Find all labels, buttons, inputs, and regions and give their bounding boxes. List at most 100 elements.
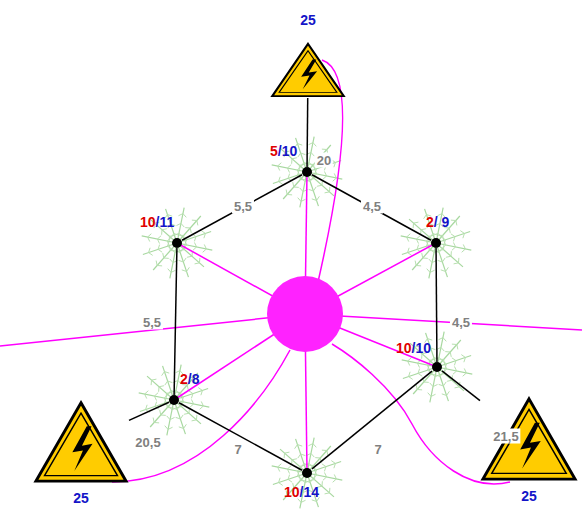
edge-line [312, 175, 431, 240]
vertex-dot: 5/10 [302, 167, 312, 177]
green-leaf [323, 171, 327, 179]
green-leaf [160, 410, 166, 415]
capacity-number: 25 [300, 12, 316, 28]
green-leaf [184, 408, 189, 414]
green-leaf [453, 366, 457, 374]
green-leaf [308, 444, 316, 448]
edge-weight: 20 [315, 153, 333, 168]
green-leaf [463, 368, 467, 376]
green-leaf [179, 424, 187, 428]
green-leaf [159, 386, 164, 392]
green-leaf [163, 253, 169, 258]
green-leaf [292, 459, 297, 465]
green-leaf [145, 391, 149, 399]
green-leaf [331, 461, 335, 469]
vertex-dot: 10/14 [302, 468, 312, 478]
green-leaf [279, 478, 283, 486]
edge-weight: 4,5 [361, 199, 383, 214]
green-leaf [430, 383, 438, 387]
edge-weight: 4,5 [450, 315, 472, 330]
green-leaf [428, 393, 436, 397]
edge-weight: 21,5 [491, 429, 520, 444]
green-leaf [325, 187, 330, 193]
green-spoke [307, 462, 341, 473]
green-leaf [293, 182, 299, 187]
vertex-label: 10/10 [396, 340, 431, 356]
capacity-number: 25 [73, 490, 89, 506]
demand-number: /10 [278, 143, 297, 159]
green-leaf [441, 267, 449, 271]
vertex-dot: 10/11 [172, 238, 182, 248]
green-leaf [333, 173, 337, 181]
green-leaf [322, 464, 326, 472]
green-leaf [413, 222, 418, 228]
warning-node: 25 [33, 400, 129, 484]
edge-line [179, 403, 302, 471]
demand-number: /14 [300, 484, 319, 500]
green-leaf [185, 228, 191, 233]
supply-number: 2 [180, 371, 188, 387]
green-leaf [178, 214, 186, 218]
warning-triangle [33, 400, 129, 484]
magenta-lines [0, 60, 582, 484]
green-spoke [174, 389, 208, 400]
green-leaf [295, 445, 303, 449]
green-leaf [298, 454, 306, 458]
warning-triangle [270, 42, 346, 98]
green-leaf [422, 253, 428, 258]
green-leaf [408, 248, 412, 256]
green-leaf [203, 244, 207, 252]
green-leaf [460, 231, 464, 239]
edge-line [312, 371, 432, 469]
edge-weight: 20,5 [133, 435, 162, 450]
green-leaf [288, 475, 292, 483]
vertex-label: 2/ 9 [426, 214, 449, 230]
green-leaf [193, 242, 197, 250]
green-leaf [190, 399, 194, 407]
green-leaf [298, 198, 306, 202]
green-leaf [416, 236, 420, 244]
green-leaf [452, 358, 456, 366]
green-leaf [287, 466, 291, 474]
green-leaf [287, 165, 291, 173]
green-leaf [427, 269, 435, 273]
edge-line [435, 248, 437, 362]
green-leaf [446, 251, 451, 257]
green-leaf [442, 391, 450, 395]
edge-line [182, 175, 302, 241]
edge-line [129, 402, 169, 420]
green-leaf [189, 391, 193, 399]
green-leaf [308, 143, 316, 147]
green-leaf [157, 236, 161, 244]
green-leaf [165, 426, 173, 430]
green-leaf [317, 180, 322, 186]
green-leaf [409, 372, 413, 380]
green-leaf [442, 361, 446, 369]
vertex-label: 2/8 [180, 371, 199, 387]
edge-weight: 7 [372, 442, 383, 457]
green-leaf [182, 267, 190, 271]
demand-number: /11 [156, 214, 175, 230]
green-leaf [154, 393, 158, 401]
supply-number: 10 [396, 340, 412, 356]
green-leaf [162, 372, 170, 376]
green-leaf [284, 452, 289, 458]
edge-line [306, 98, 308, 167]
vertex-dot: 2/ 9 [431, 238, 441, 248]
green-leaf [309, 187, 317, 191]
green-leaf [279, 177, 283, 185]
green-leaf [407, 234, 411, 242]
vertex-label: 5/10 [270, 143, 297, 159]
green-leaf [286, 190, 292, 195]
green-leaf [192, 415, 197, 421]
demand-number: / 9 [434, 214, 450, 230]
green-leaf [149, 248, 153, 256]
green-starbursts [139, 137, 473, 509]
green-leaf [156, 261, 162, 266]
green-leaf [158, 245, 162, 253]
demand-number: /8 [188, 371, 200, 387]
green-leaf [451, 220, 457, 225]
vertex-dot: 2/8 [169, 395, 179, 405]
green-leaf [187, 251, 192, 257]
green-leaf [148, 234, 152, 242]
